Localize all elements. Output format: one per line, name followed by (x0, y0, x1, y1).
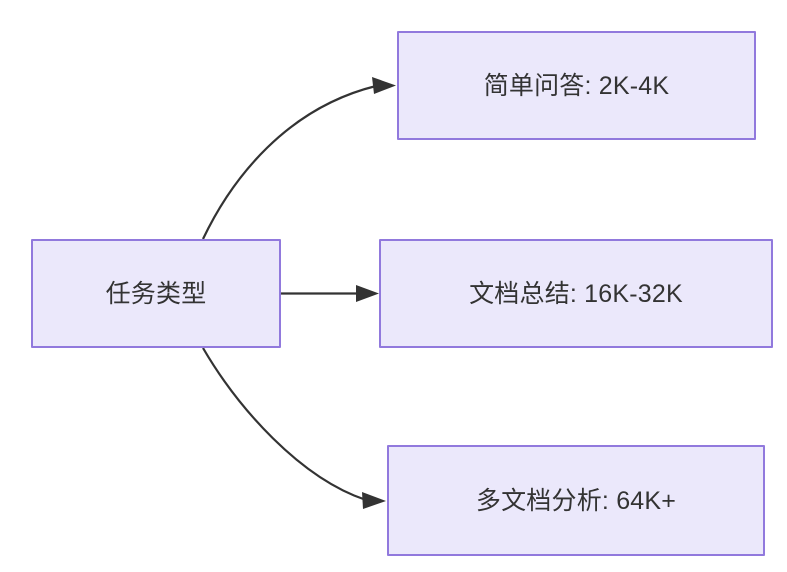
node-doc-summary-label: 文档总结: 16K-32K (469, 279, 683, 308)
node-simple-qa-label: 简单问答: 2K-4K (483, 71, 670, 100)
edge-root-to-doc-summary-arrowhead (356, 285, 379, 302)
node-doc-summary[interactable]: 文档总结: 16K-32K (379, 239, 773, 348)
node-multi-doc-label: 多文档分析: 64K+ (475, 486, 677, 515)
edge-root-to-simple-qa-arrowhead (372, 77, 396, 94)
edge-root-to-simple-qa-path (202, 84, 377, 240)
node-task-type-label: 任务类型 (105, 279, 207, 308)
node-simple-qa[interactable]: 简单问答: 2K-4K (397, 31, 756, 140)
node-task-type[interactable]: 任务类型 (31, 239, 281, 348)
edge-root-to-simple-qa[interactable] (202, 77, 396, 240)
edge-root-to-multi-doc-arrowhead (362, 492, 386, 509)
edge-root-to-multi-doc[interactable] (202, 347, 386, 509)
node-multi-doc[interactable]: 多文档分析: 64K+ (387, 445, 765, 556)
edge-root-to-multi-doc-path (202, 347, 367, 502)
edge-root-to-doc-summary[interactable] (281, 285, 379, 302)
